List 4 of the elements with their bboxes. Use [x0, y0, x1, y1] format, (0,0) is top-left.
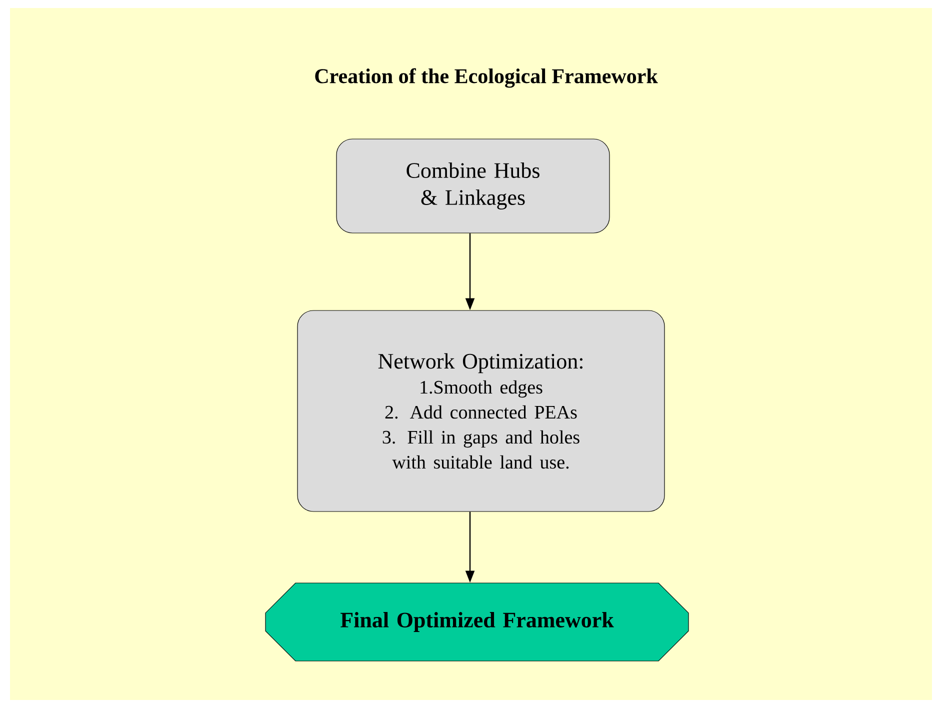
process-box: Combine Hubs & Linkages: [336, 138, 610, 234]
title: Creation of the Ecological Framework: [315, 68, 658, 88]
result-octagon: Final Optimized Framework: [265, 582, 689, 662]
process-box: Network Optimization: 1.Smooth edges 2. Add connected PEAs 3. Fill in gaps and holes with suitable land use.: [297, 310, 665, 512]
